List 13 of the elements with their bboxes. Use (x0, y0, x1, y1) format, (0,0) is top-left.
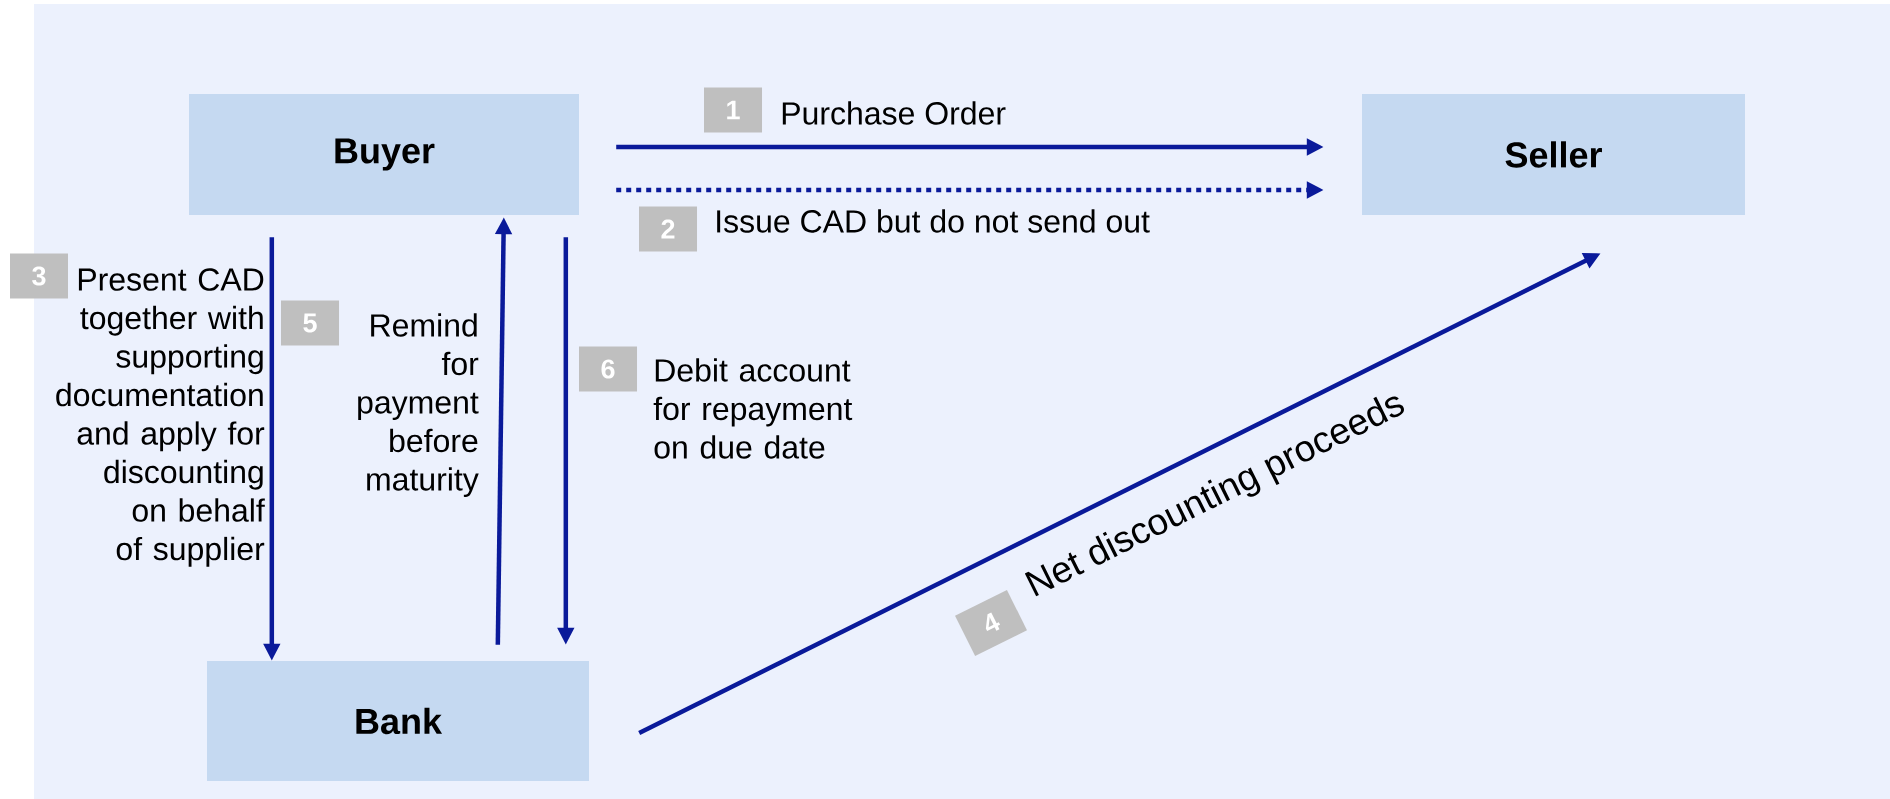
step-badge: 4 (955, 589, 1027, 657)
party-box: Buyer (189, 94, 579, 215)
party-box: Bank (207, 661, 589, 781)
step-badge: 2 (639, 206, 697, 252)
edge-label: Debit account for repayment on due date (652, 357, 865, 460)
step-badge: 1 (704, 87, 762, 133)
party-box: Seller (1362, 94, 1745, 215)
step-badge: 3 (10, 253, 68, 299)
edge-label: Remind for payment before maturity (349, 312, 480, 498)
step-badge: 5 (281, 300, 339, 346)
step-badge: 6 (579, 346, 637, 392)
edge-label: Purchase Order (779, 100, 1008, 126)
edge-label: Issue CAD but do not send out (713, 208, 1152, 234)
